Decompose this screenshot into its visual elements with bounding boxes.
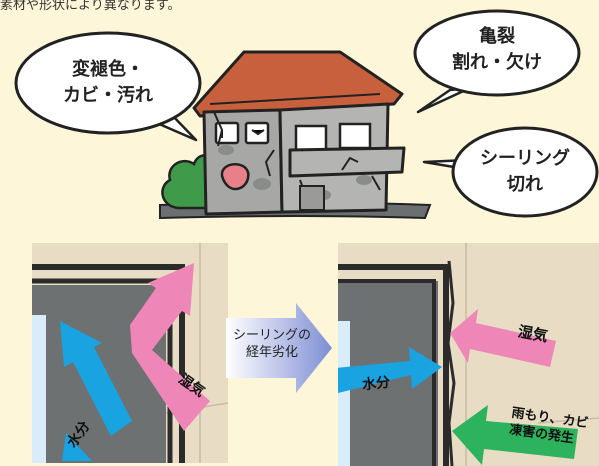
bubble-top-right-line1: 亀裂 <box>479 26 515 47</box>
bubble-right-line2: 切れ <box>507 174 543 195</box>
bubble-right-text: シーリング 切れ <box>462 146 588 198</box>
speech-bubble-right <box>422 126 599 218</box>
house-illustration <box>14 9 599 220</box>
aging-label-line2: 経年劣化 <box>245 345 298 360</box>
top-caption: 素材や形状により異なります。 <box>0 0 181 13</box>
right-diagram-panel <box>338 243 599 466</box>
aging-label: シーリングの 経年劣化 <box>232 327 312 361</box>
speech-bubble-top-right <box>413 9 581 114</box>
roof <box>192 50 404 118</box>
bubble-top-right-line2: 割れ・欠け <box>452 52 542 73</box>
aging-arrow <box>226 303 332 393</box>
left-diagram-panel <box>32 243 228 463</box>
bubble-left-line1: 変褪色・ <box>72 59 144 80</box>
bubble-right-line1: シーリング <box>480 148 570 169</box>
aging-label-line1: シーリングの <box>232 328 311 343</box>
bubble-left-line2: カビ・汚れ <box>63 85 153 106</box>
bubble-top-right-text: 亀裂 割れ・欠け <box>427 24 567 76</box>
speech-bubble-left <box>14 31 202 142</box>
bubble-left-text: 変褪色・ カビ・汚れ <box>28 57 188 109</box>
right-water-label: 水分 <box>361 374 391 394</box>
